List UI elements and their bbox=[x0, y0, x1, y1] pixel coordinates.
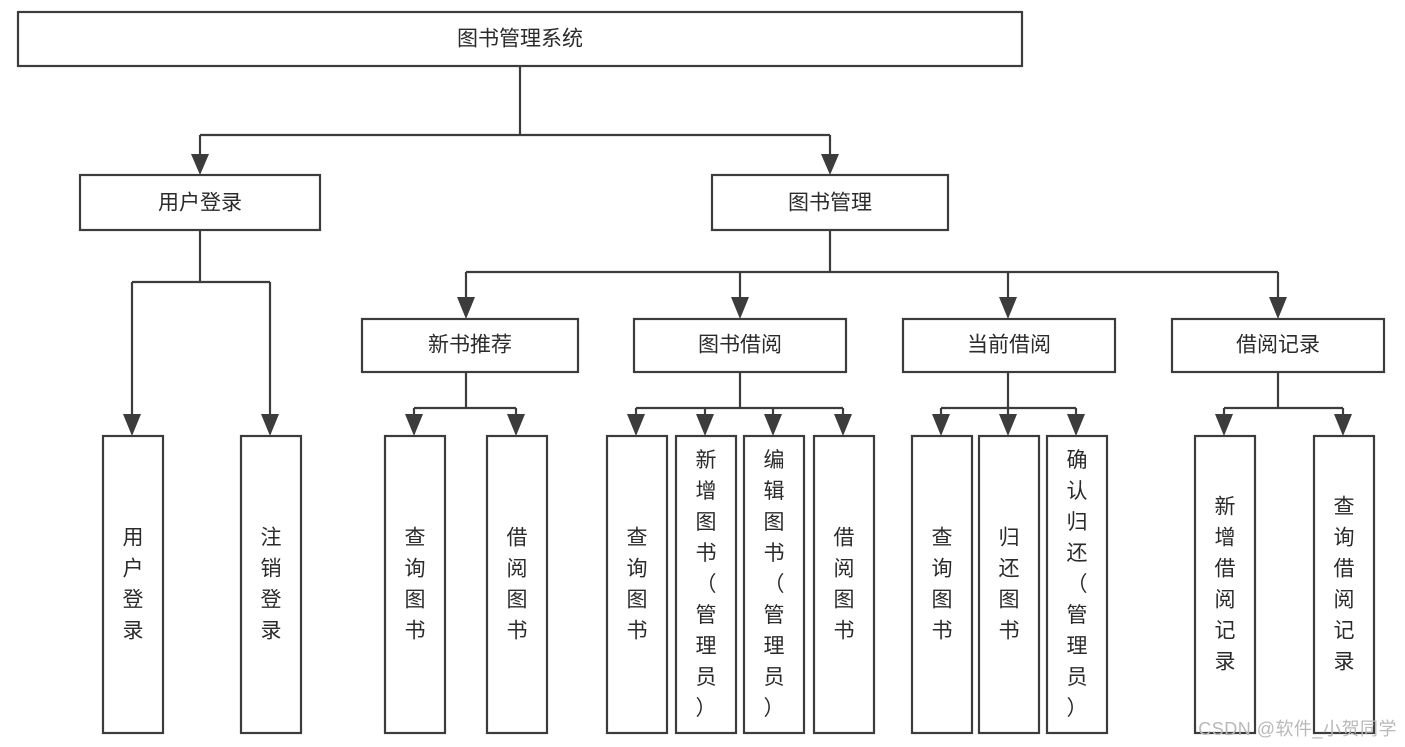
node-borrow-record[interactable]: 借阅记录 bbox=[1170, 317, 1386, 374]
arrowhead-user-login bbox=[191, 154, 209, 175]
leaf-node-borrow-book-newrec-label: 借阅图书 bbox=[507, 527, 528, 643]
leaf-node-confirm-return-box[interactable] bbox=[1045, 434, 1109, 735]
leaf-node-query-book-current-box[interactable] bbox=[910, 434, 974, 735]
leaf-node-add-borrow-record-box[interactable] bbox=[1193, 434, 1257, 735]
arrowhead-borrow-record bbox=[1269, 297, 1287, 319]
leaf-node-add-book-label: 新增图书（管理员） bbox=[696, 449, 717, 720]
leaf-node-logout[interactable]: 注销登录 bbox=[239, 434, 303, 735]
node-current-borrow-label: 当前借阅 bbox=[967, 334, 1051, 357]
node-current-borrow[interactable]: 当前借阅 bbox=[901, 317, 1117, 374]
arrowhead-leaf-return-book bbox=[999, 414, 1017, 436]
leaf-node-borrow-book-borrow-label: 借阅图书 bbox=[834, 527, 855, 643]
node-user-login[interactable]: 用户登录 bbox=[78, 173, 322, 232]
arrowhead-leaf-user-login bbox=[123, 414, 141, 436]
arrowhead-leaf-borrow-book-1 bbox=[507, 414, 525, 436]
arrowhead-leaf-edit-book bbox=[764, 414, 782, 436]
arrowhead-leaf-borrow-book-2 bbox=[834, 414, 852, 436]
leaf-node-add-borrow-record-label: 新增借阅记录 bbox=[1215, 496, 1236, 674]
leaf-node-query-book-borrow-box[interactable] bbox=[605, 434, 669, 735]
node-book-borrow[interactable]: 图书借阅 bbox=[632, 317, 848, 374]
node-book-management[interactable]: 图书管理 bbox=[710, 173, 950, 232]
arrowhead-current-borrow bbox=[999, 297, 1017, 319]
node-book-management-label: 图书管理 bbox=[788, 192, 872, 215]
node-new-book-recommend-label: 新书推荐 bbox=[428, 334, 512, 357]
arrowhead-leaf-query-book-2 bbox=[627, 414, 645, 436]
leaf-node-query-borrow-record[interactable]: 查询借阅记录 bbox=[1312, 434, 1376, 735]
node-user-login-box[interactable] bbox=[78, 173, 322, 232]
leaf-node-edit-book-label: 编辑图书（管理员） bbox=[764, 449, 785, 720]
leaf-node-borrow-book-borrow[interactable]: 借阅图书 bbox=[812, 434, 876, 735]
leaf-node-borrow-book-borrow-box[interactable] bbox=[812, 434, 876, 735]
leaf-node-edit-book[interactable]: 编辑图书（管理员） bbox=[742, 434, 806, 735]
arrowhead-leaf-query-book-3 bbox=[932, 414, 950, 436]
leaf-node-logout-label: 注销登录 bbox=[261, 527, 282, 643]
leaf-node-query-borrow-record-box[interactable] bbox=[1312, 434, 1376, 735]
arrowhead-leaf-logout bbox=[261, 414, 279, 436]
leaf-node-borrow-book-newrec-box[interactable] bbox=[485, 434, 549, 735]
leaf-node-query-book-borrow[interactable]: 查询图书 bbox=[605, 434, 669, 735]
leaf-node-return-book[interactable]: 归还图书 bbox=[977, 434, 1041, 735]
node-current-borrow-box[interactable] bbox=[901, 317, 1117, 374]
arrowhead-leaf-query-book-1 bbox=[405, 414, 423, 436]
leaf-node-edit-book-box[interactable] bbox=[742, 434, 806, 735]
leaf-node-query-book-newrec-box[interactable] bbox=[383, 434, 447, 735]
leaf-node-return-book-label: 归还图书 bbox=[999, 527, 1020, 643]
arrowhead-book-mgmt bbox=[821, 154, 839, 175]
leaf-node-add-borrow-record[interactable]: 新增借阅记录 bbox=[1193, 434, 1257, 735]
leaf-node-add-book[interactable]: 新增图书（管理员） bbox=[674, 434, 738, 735]
node-book-borrow-label: 图书借阅 bbox=[698, 334, 782, 357]
arrowhead-new-book-rec bbox=[457, 297, 475, 319]
leaf-node-confirm-return-label: 确认归还（管理员） bbox=[1067, 449, 1088, 720]
arrowhead-leaf-add-book bbox=[696, 414, 714, 436]
node-borrow-record-box[interactable] bbox=[1170, 317, 1386, 374]
arrowhead-leaf-query-record bbox=[1334, 414, 1352, 436]
leaf-node-return-book-box[interactable] bbox=[977, 434, 1041, 735]
leaf-node-user-login-box[interactable] bbox=[101, 434, 165, 735]
arrowhead-leaf-add-record bbox=[1215, 414, 1233, 436]
leaf-node-query-book-current[interactable]: 查询图书 bbox=[910, 434, 974, 735]
node-root-system-label: 图书管理系统 bbox=[457, 28, 583, 51]
node-borrow-record-label: 借阅记录 bbox=[1236, 334, 1320, 357]
node-book-management-box[interactable] bbox=[710, 173, 950, 232]
leaf-node-borrow-book-newrec[interactable]: 借阅图书 bbox=[485, 434, 549, 735]
leaf-node-query-borrow-record-label: 查询借阅记录 bbox=[1334, 496, 1355, 674]
node-user-login-label: 用户登录 bbox=[158, 192, 242, 215]
leaf-node-query-book-newrec-label: 查询图书 bbox=[405, 527, 426, 643]
connector-layer bbox=[123, 66, 1352, 436]
arrowhead-leaf-confirm-return bbox=[1067, 414, 1085, 436]
leaf-node-add-book-box[interactable] bbox=[674, 434, 738, 735]
leaf-node-user-login[interactable]: 用户登录 bbox=[101, 434, 165, 735]
node-new-book-recommend-box[interactable] bbox=[360, 317, 580, 374]
leaf-node-query-book-borrow-label: 查询图书 bbox=[627, 527, 648, 643]
arrowhead-book-borrow bbox=[731, 297, 749, 319]
leaf-node-query-book-newrec[interactable]: 查询图书 bbox=[383, 434, 447, 735]
leaf-node-query-book-current-label: 查询图书 bbox=[932, 527, 953, 643]
node-root-system[interactable]: 图书管理系统 bbox=[16, 10, 1024, 68]
node-book-borrow-box[interactable] bbox=[632, 317, 848, 374]
node-root-system-box[interactable] bbox=[16, 10, 1024, 68]
leaf-node-confirm-return[interactable]: 确认归还（管理员） bbox=[1045, 434, 1109, 735]
leaf-node-logout-box[interactable] bbox=[239, 434, 303, 735]
leaf-node-user-login-label: 用户登录 bbox=[123, 527, 144, 643]
node-new-book-recommend[interactable]: 新书推荐 bbox=[360, 317, 580, 374]
